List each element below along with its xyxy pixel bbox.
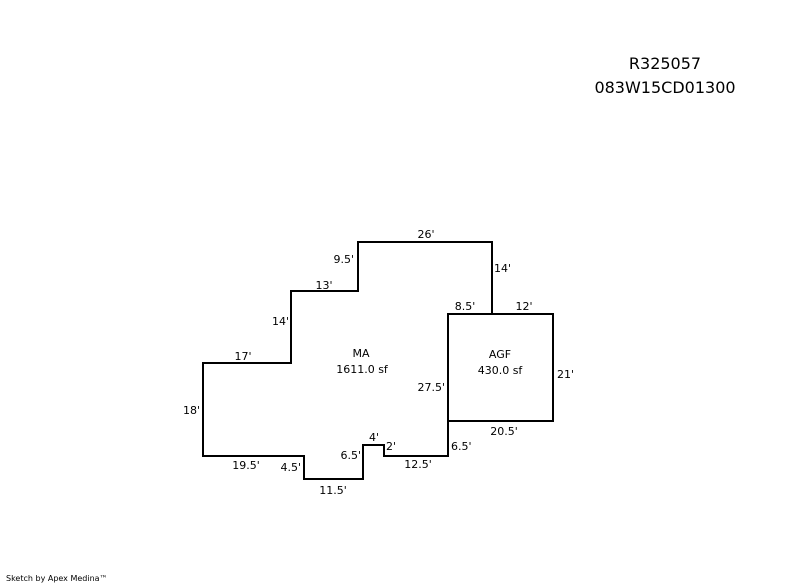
dim-label: 4' bbox=[369, 431, 379, 444]
dim-label: 26' bbox=[417, 228, 434, 241]
dim-label: 18' bbox=[183, 404, 200, 417]
parcel-id: 083W15CD01300 bbox=[594, 78, 736, 97]
ma-outline bbox=[202, 241, 493, 480]
dim-label: 19.5' bbox=[232, 459, 260, 472]
agf-outline bbox=[447, 313, 554, 422]
dim-label: 11.5' bbox=[319, 484, 347, 497]
dim-label: 12' bbox=[515, 300, 532, 313]
dim-label: 14' bbox=[494, 262, 511, 275]
sketch-credit: Sketch by Apex Medina™ bbox=[6, 574, 108, 583]
ma-label: MA bbox=[352, 347, 369, 360]
dim-label: 9.5' bbox=[333, 253, 354, 266]
dim-label: 14' bbox=[272, 315, 289, 328]
dim-label: 12.5' bbox=[404, 458, 432, 471]
ma-area: 1611.0 sf bbox=[336, 363, 389, 376]
dim-label: 6.5' bbox=[340, 449, 361, 462]
dim-label: 6.5' bbox=[451, 440, 472, 453]
dim-label: 8.5' bbox=[455, 300, 476, 313]
dim-label: 21' bbox=[557, 368, 574, 381]
agf-area: 430.0 sf bbox=[478, 364, 524, 377]
record-id: R325057 bbox=[628, 54, 702, 73]
dim-label: 27.5' bbox=[417, 381, 445, 394]
dim-label: 17' bbox=[234, 350, 251, 363]
dim-label: 20.5' bbox=[490, 425, 518, 438]
dim-label: 2' bbox=[386, 440, 396, 453]
agf-label: AGF bbox=[489, 348, 511, 361]
dim-label: 4.5' bbox=[280, 461, 301, 474]
dim-label: 13' bbox=[315, 279, 332, 292]
